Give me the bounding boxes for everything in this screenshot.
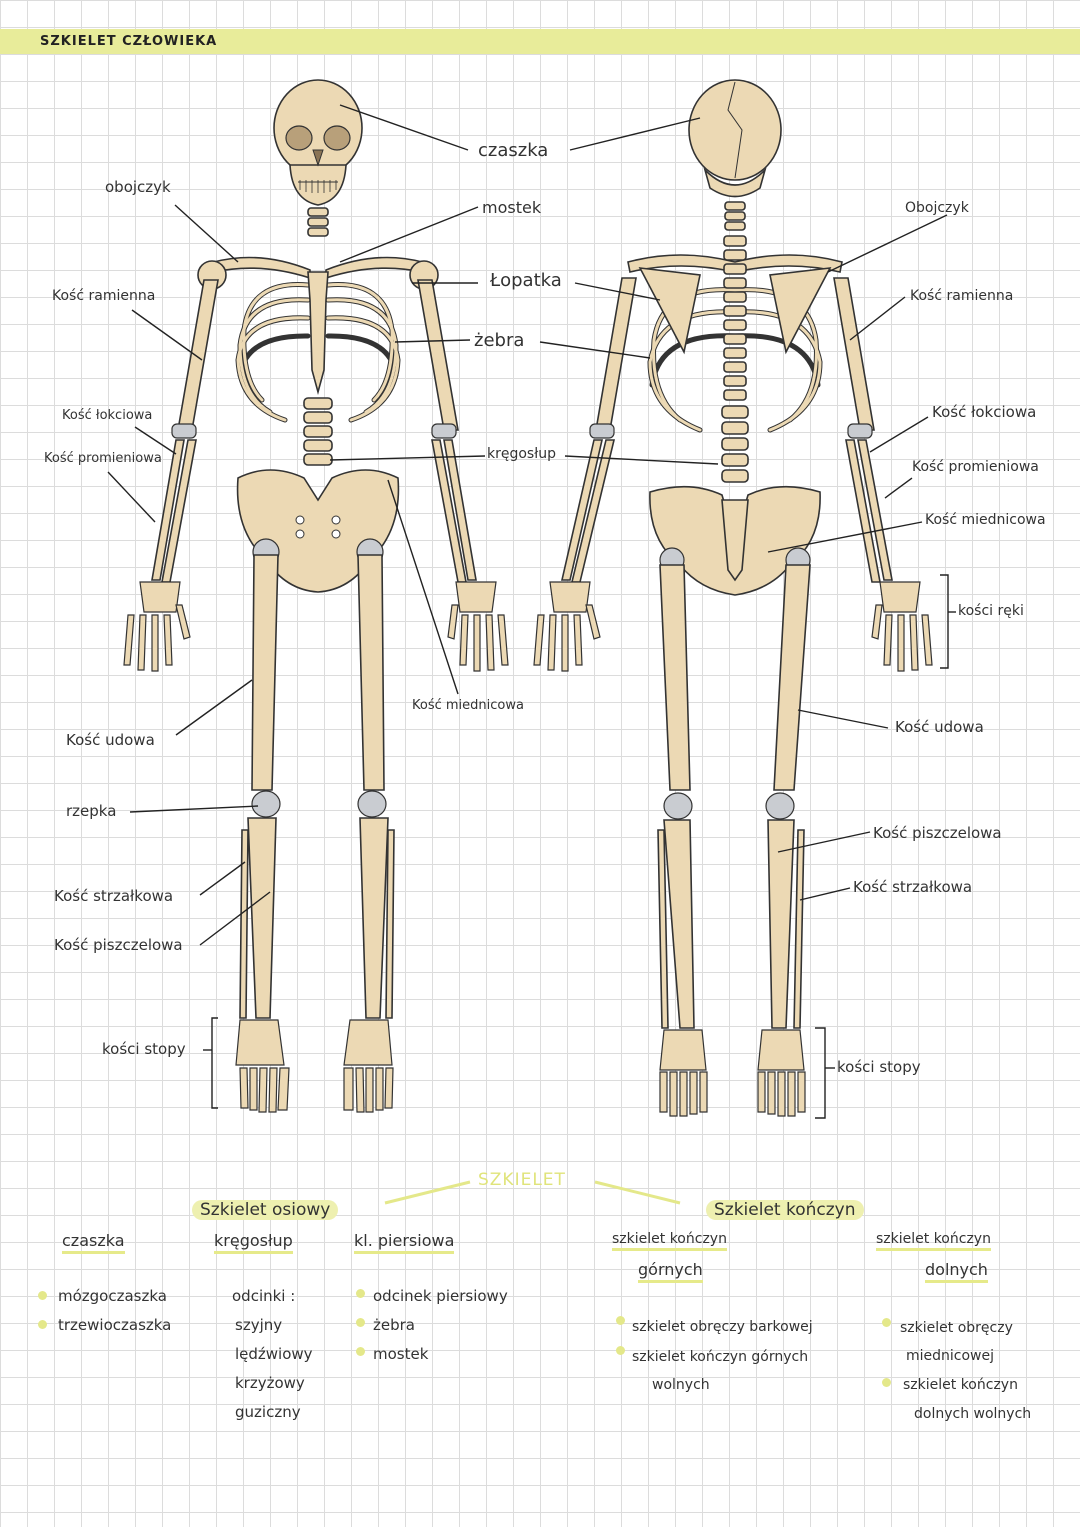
- front-right-foot: [343, 1019, 394, 1113]
- skull-column-title: czaszka: [62, 1231, 125, 1254]
- skull-item-2: trzewioczaszka: [58, 1316, 172, 1334]
- lower-limb-title: szkielet kończyn: [876, 1231, 991, 1251]
- spine-item-4: guziczny: [235, 1403, 301, 1421]
- label-kosc-ramienna-back: Kość ramienna: [910, 288, 1014, 304]
- skull-item-1: mózgoczaszka: [58, 1287, 167, 1305]
- back-left-foot: [659, 1029, 708, 1117]
- bullet-dot: [616, 1316, 625, 1325]
- page-title: SZKIELET CZŁOWIEKA: [40, 34, 218, 49]
- label-zebra: żebra: [474, 330, 525, 351]
- label-kosc-piszczelowa-back: Kość piszczelowa: [873, 824, 1002, 842]
- spine-item-3: krzyżowy: [235, 1374, 305, 1392]
- label-kosc-lokciowa-back: Kość łokciowa: [932, 403, 1037, 421]
- upper-limb-title: szkielet kończyn: [612, 1231, 727, 1251]
- front-spine: [303, 397, 333, 466]
- chest-item-3: mostek: [373, 1345, 429, 1363]
- upper-limb-item-2: szkielet kończyn górnych: [632, 1349, 809, 1365]
- label-kosci-reki: kości ręki: [958, 603, 1024, 619]
- label-kosc-piszczelowa-front: Kość piszczelowa: [54, 936, 183, 954]
- spine-item-2: lędźwiowy: [235, 1345, 313, 1363]
- label-lopatka: Łopatka: [490, 270, 562, 291]
- spine-column-title: kręgosłup: [214, 1231, 293, 1254]
- bullet-dot: [882, 1318, 891, 1327]
- label-rzepka: rzepka: [66, 802, 117, 820]
- back-spine: [721, 235, 749, 483]
- axial-skeleton-title: Szkielet osiowy: [192, 1200, 339, 1220]
- bullet-dot: [356, 1347, 365, 1356]
- back-right-foot: [757, 1029, 806, 1117]
- label-obojczyk-front: obojczyk: [105, 178, 171, 196]
- front-left-hand: [123, 581, 191, 672]
- bullet-dot: [38, 1320, 47, 1329]
- bullet-dot: [356, 1289, 365, 1298]
- front-skeleton: [123, 79, 509, 1113]
- front-ribs: [235, 282, 401, 423]
- upper-limb-item-1: szkielet obręczy barkowej: [632, 1319, 813, 1335]
- label-kosc-udowa-front: Kość udowa: [66, 731, 155, 749]
- leader-lines: [107, 104, 956, 1205]
- back-skeleton: [533, 79, 933, 1117]
- chest-item-1: odcinek piersiowy: [373, 1287, 508, 1305]
- back-left-hand: [533, 581, 601, 672]
- spine-intro: odcinki :: [232, 1287, 296, 1305]
- back-right-hand: [871, 581, 933, 672]
- front-left-foot: [235, 1019, 290, 1113]
- lower-limb-title-2: dolnych: [925, 1260, 988, 1283]
- label-kosc-promieniowa-back: Kość promieniowa: [912, 459, 1039, 475]
- limb-skeleton-title: Szkielet kończyn: [706, 1200, 864, 1220]
- label-kosci-stopy-front: kości stopy: [102, 1040, 186, 1058]
- upper-limb-title-2: górnych: [638, 1260, 703, 1283]
- label-kosc-strzalkowa-front: Kość strzałkowa: [54, 887, 174, 905]
- label-kosc-ramienna-front: Kość ramienna: [52, 288, 156, 304]
- lower-limb-item-1: szkielet obręczy: [900, 1320, 1013, 1336]
- label-kosc-miednicowa-back: Kość miednicowa: [925, 512, 1046, 528]
- label-kosc-promieniowa-front: Kość promieniowa: [44, 451, 162, 466]
- bullet-dot: [356, 1318, 365, 1327]
- chest-item-2: żebra: [373, 1316, 415, 1334]
- label-mostek: mostek: [482, 198, 542, 217]
- label-kosc-strzalkowa-back: Kość strzałkowa: [853, 878, 973, 896]
- lower-limb-item-1-cont: miednicowej: [906, 1348, 995, 1364]
- title-bar: [0, 29, 1080, 54]
- front-right-hand: [447, 581, 509, 672]
- front-skull: [273, 79, 363, 206]
- back-ribs: [647, 287, 823, 433]
- label-kregoslup: kręgosłup: [487, 446, 556, 462]
- upper-limb-item-2-cont: wolnych: [652, 1377, 710, 1393]
- classification-root: SZKIELET: [478, 1170, 566, 1190]
- label-kosc-miednicowa-front: Kość miednicowa: [412, 698, 524, 713]
- lower-limb-item-2-cont: dolnych wolnych: [914, 1406, 1032, 1422]
- bullet-dot: [616, 1346, 625, 1355]
- lower-limb-item-2: szkielet kończyn: [903, 1377, 1018, 1393]
- bullet-dot: [38, 1291, 47, 1300]
- label-kosci-stopy-back: kości stopy: [837, 1058, 921, 1076]
- label-kosc-udowa-back: Kość udowa: [895, 718, 984, 736]
- chest-column-title: kl. piersiowa: [354, 1231, 455, 1254]
- bullet-dot: [882, 1378, 891, 1387]
- label-czaszka: czaszka: [478, 140, 549, 161]
- spine-item-1: szyjny: [235, 1316, 283, 1334]
- label-kosc-lokciowa-front: Kość łokciowa: [62, 408, 153, 423]
- label-obojczyk-back: Obojczyk: [905, 200, 969, 216]
